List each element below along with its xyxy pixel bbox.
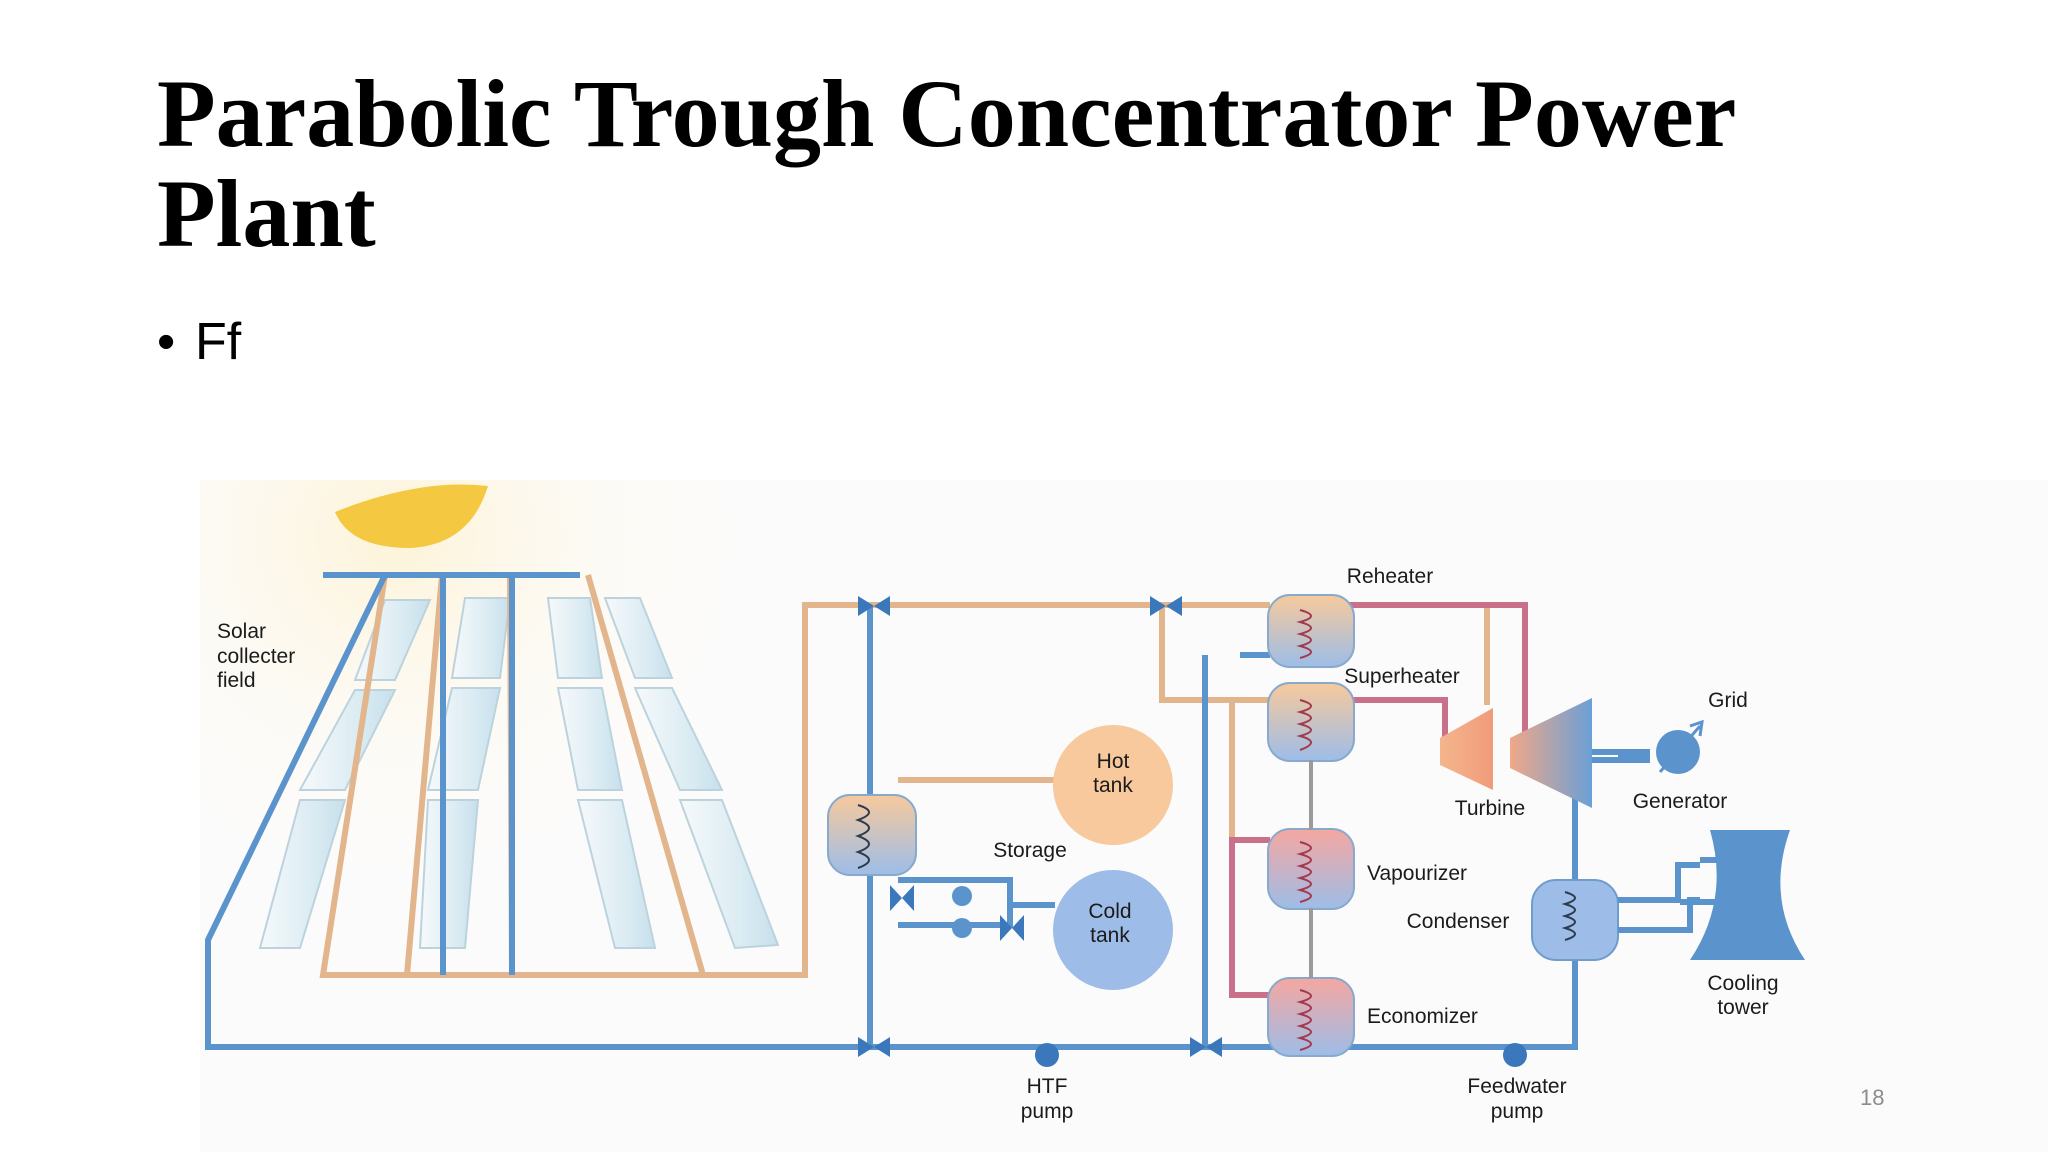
mirror-panel bbox=[546, 597, 604, 679]
label-cooling-tower-1: Cooling bbox=[1707, 972, 1778, 995]
mirror-panel bbox=[633, 687, 724, 791]
superheater-unit bbox=[1267, 682, 1355, 762]
label-solar-field-1: Solar bbox=[217, 620, 266, 643]
label-superheater: Superheater bbox=[1344, 665, 1460, 688]
label-grid: Grid bbox=[1708, 689, 1748, 712]
valve-icon bbox=[1000, 915, 1024, 941]
condenser-pipes bbox=[1618, 862, 1700, 933]
label-economizer: Economizer bbox=[1367, 1005, 1478, 1028]
sun-icon bbox=[335, 484, 488, 548]
label-hot-tank-1: Hot bbox=[1097, 750, 1130, 773]
label-reheater: Reheater bbox=[1347, 565, 1433, 588]
label-cold-tank-2: tank bbox=[1090, 924, 1130, 947]
storage-pump-icon bbox=[952, 886, 972, 906]
mirror-panel bbox=[678, 799, 780, 950]
reheater-unit bbox=[1267, 594, 1355, 668]
mirror-panel bbox=[450, 597, 512, 679]
label-htf-pump-1: HTF bbox=[1027, 1075, 1068, 1098]
mirror-panel bbox=[258, 799, 347, 949]
mirror-panel bbox=[298, 689, 397, 791]
label-cold-tank-1: Cold bbox=[1088, 900, 1131, 923]
bullet-item: • Ff bbox=[157, 312, 241, 372]
solar-collector-field bbox=[258, 597, 780, 950]
label-condenser: Condenser bbox=[1407, 910, 1510, 933]
mirror-panel bbox=[556, 687, 624, 791]
mirror-panel bbox=[418, 799, 480, 949]
valve-icon bbox=[1150, 596, 1182, 616]
condenser-coil bbox=[1561, 891, 1576, 941]
mirror-panel bbox=[603, 597, 674, 679]
label-hot-tank-2: tank bbox=[1093, 774, 1133, 797]
label-generator: Generator bbox=[1633, 790, 1728, 813]
slide-title: Parabolic Trough Concentrator Power Plan… bbox=[157, 60, 1735, 267]
heat-exchanger-column bbox=[1267, 594, 1355, 1057]
turbine-lp-stage bbox=[1510, 698, 1592, 808]
label-solar-field-3: field bbox=[217, 669, 256, 692]
label-feedwater-pump-2: pump bbox=[1491, 1100, 1544, 1123]
page-number: 18 bbox=[1860, 1085, 1885, 1110]
label-storage: Storage bbox=[993, 839, 1067, 862]
storage-pump-icon bbox=[952, 918, 972, 938]
label-htf-pump-2: pump bbox=[1021, 1100, 1074, 1123]
grid-arrow-icon bbox=[1658, 719, 1704, 773]
feedwater-pump-icon bbox=[1503, 1043, 1527, 1067]
cooling-tower-icon bbox=[1690, 830, 1805, 960]
label-solar-field-2: collecter bbox=[217, 645, 295, 668]
bullet-dot: • bbox=[157, 313, 176, 371]
valve-icon bbox=[890, 885, 914, 911]
htf-pump-icon bbox=[1035, 1043, 1059, 1067]
steam-pipes bbox=[1229, 602, 1528, 998]
storage-heat-exchanger bbox=[827, 794, 917, 876]
bullet-text: Ff bbox=[195, 313, 242, 371]
valve-icon bbox=[858, 596, 890, 616]
cold-tank bbox=[1053, 870, 1173, 990]
turbine-hp-stage bbox=[1440, 708, 1493, 790]
label-turbine: Turbine bbox=[1455, 797, 1525, 820]
valve-icons bbox=[858, 596, 1222, 1057]
valve-icon bbox=[1190, 1037, 1222, 1057]
mirror-panel bbox=[576, 799, 657, 949]
hot-tank bbox=[1053, 725, 1173, 845]
label-vapourizer: Vapourizer bbox=[1367, 862, 1467, 885]
label-cooling-tower-2: tower bbox=[1717, 996, 1768, 1019]
label-feedwater-pump-1: Feedwater bbox=[1467, 1075, 1566, 1098]
valve-icon bbox=[858, 1037, 890, 1057]
